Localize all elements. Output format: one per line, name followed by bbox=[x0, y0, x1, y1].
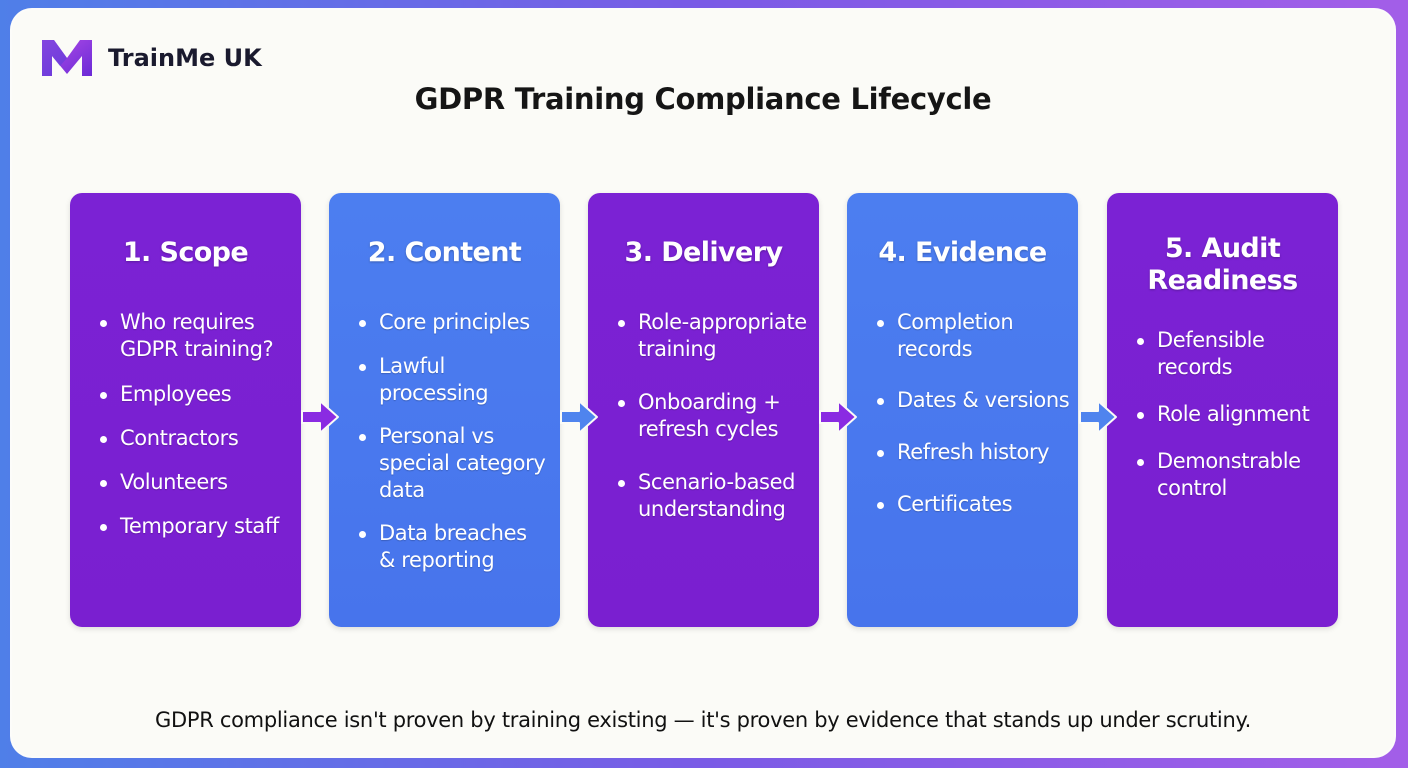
list-item: Temporary staff bbox=[100, 513, 291, 540]
step-card-delivery: 3. Delivery Role-appropriate training On… bbox=[588, 193, 819, 627]
list-item: Contractors bbox=[100, 425, 291, 452]
step-title: 3. Delivery bbox=[624, 237, 784, 268]
list-item: Dates & versions bbox=[877, 387, 1076, 414]
list-item: Scenario-based understanding bbox=[618, 469, 815, 523]
brand: TrainMe UK bbox=[40, 36, 262, 80]
list-item: Core principles bbox=[359, 309, 550, 336]
brand-name: TrainMe UK bbox=[108, 44, 262, 72]
list-item: Employees bbox=[100, 381, 291, 408]
step-card-scope: 1. Scope Who requires GDPR training? Emp… bbox=[70, 193, 301, 627]
list-item: Role-appropriate training bbox=[618, 309, 815, 363]
list-item: Who requires GDPR training? bbox=[100, 309, 291, 363]
arrow-right-icon bbox=[819, 400, 857, 434]
step-card-content: 2. Content Core principles Lawful proces… bbox=[329, 193, 560, 627]
page-title: GDPR Training Compliance Lifecycle bbox=[414, 82, 992, 116]
canvas-frame: TrainMe UK GDPR Training Compliance Life… bbox=[10, 8, 1396, 758]
list-item: Defensible records bbox=[1137, 327, 1287, 381]
list-item: Refresh history bbox=[877, 439, 1076, 466]
step-items: Core principles Lawful processing Person… bbox=[329, 309, 560, 574]
list-item: Volunteers bbox=[100, 469, 291, 496]
arrow-right-icon bbox=[1079, 400, 1117, 434]
list-item: Lawful processing bbox=[359, 353, 529, 407]
step-items: Who requires GDPR training? Employees Co… bbox=[70, 309, 301, 540]
step-title: 5. Audit Readiness bbox=[1147, 233, 1298, 296]
arrow-right-icon bbox=[560, 400, 598, 434]
step-title: 1. Scope bbox=[122, 237, 249, 268]
list-item: Completion records bbox=[877, 309, 1037, 363]
step-title: 2. Content bbox=[367, 237, 522, 268]
arrow-right-icon bbox=[301, 400, 339, 434]
list-item: Role alignment bbox=[1137, 401, 1328, 428]
step-items: Completion records Dates & versions Refr… bbox=[847, 309, 1078, 518]
step-card-audit-readiness: 5. Audit Readiness Defensible records Ro… bbox=[1107, 193, 1338, 627]
list-item: Certificates bbox=[877, 491, 1076, 518]
m-logo-icon bbox=[42, 40, 92, 76]
list-item: Demonstrable control bbox=[1137, 448, 1307, 502]
step-card-evidence: 4. Evidence Completion records Dates & v… bbox=[847, 193, 1078, 627]
list-item: Data breaches & reporting bbox=[359, 520, 539, 574]
list-item: Onboarding + refresh cycles bbox=[618, 389, 798, 443]
footer-tagline: GDPR compliance isn't proven by training… bbox=[155, 708, 1251, 732]
step-items: Role-appropriate training Onboarding + r… bbox=[588, 309, 819, 523]
step-items: Defensible records Role alignment Demons… bbox=[1107, 327, 1338, 502]
step-title: 4. Evidence bbox=[878, 237, 1047, 268]
list-item: Personal vs special category data bbox=[359, 423, 550, 504]
